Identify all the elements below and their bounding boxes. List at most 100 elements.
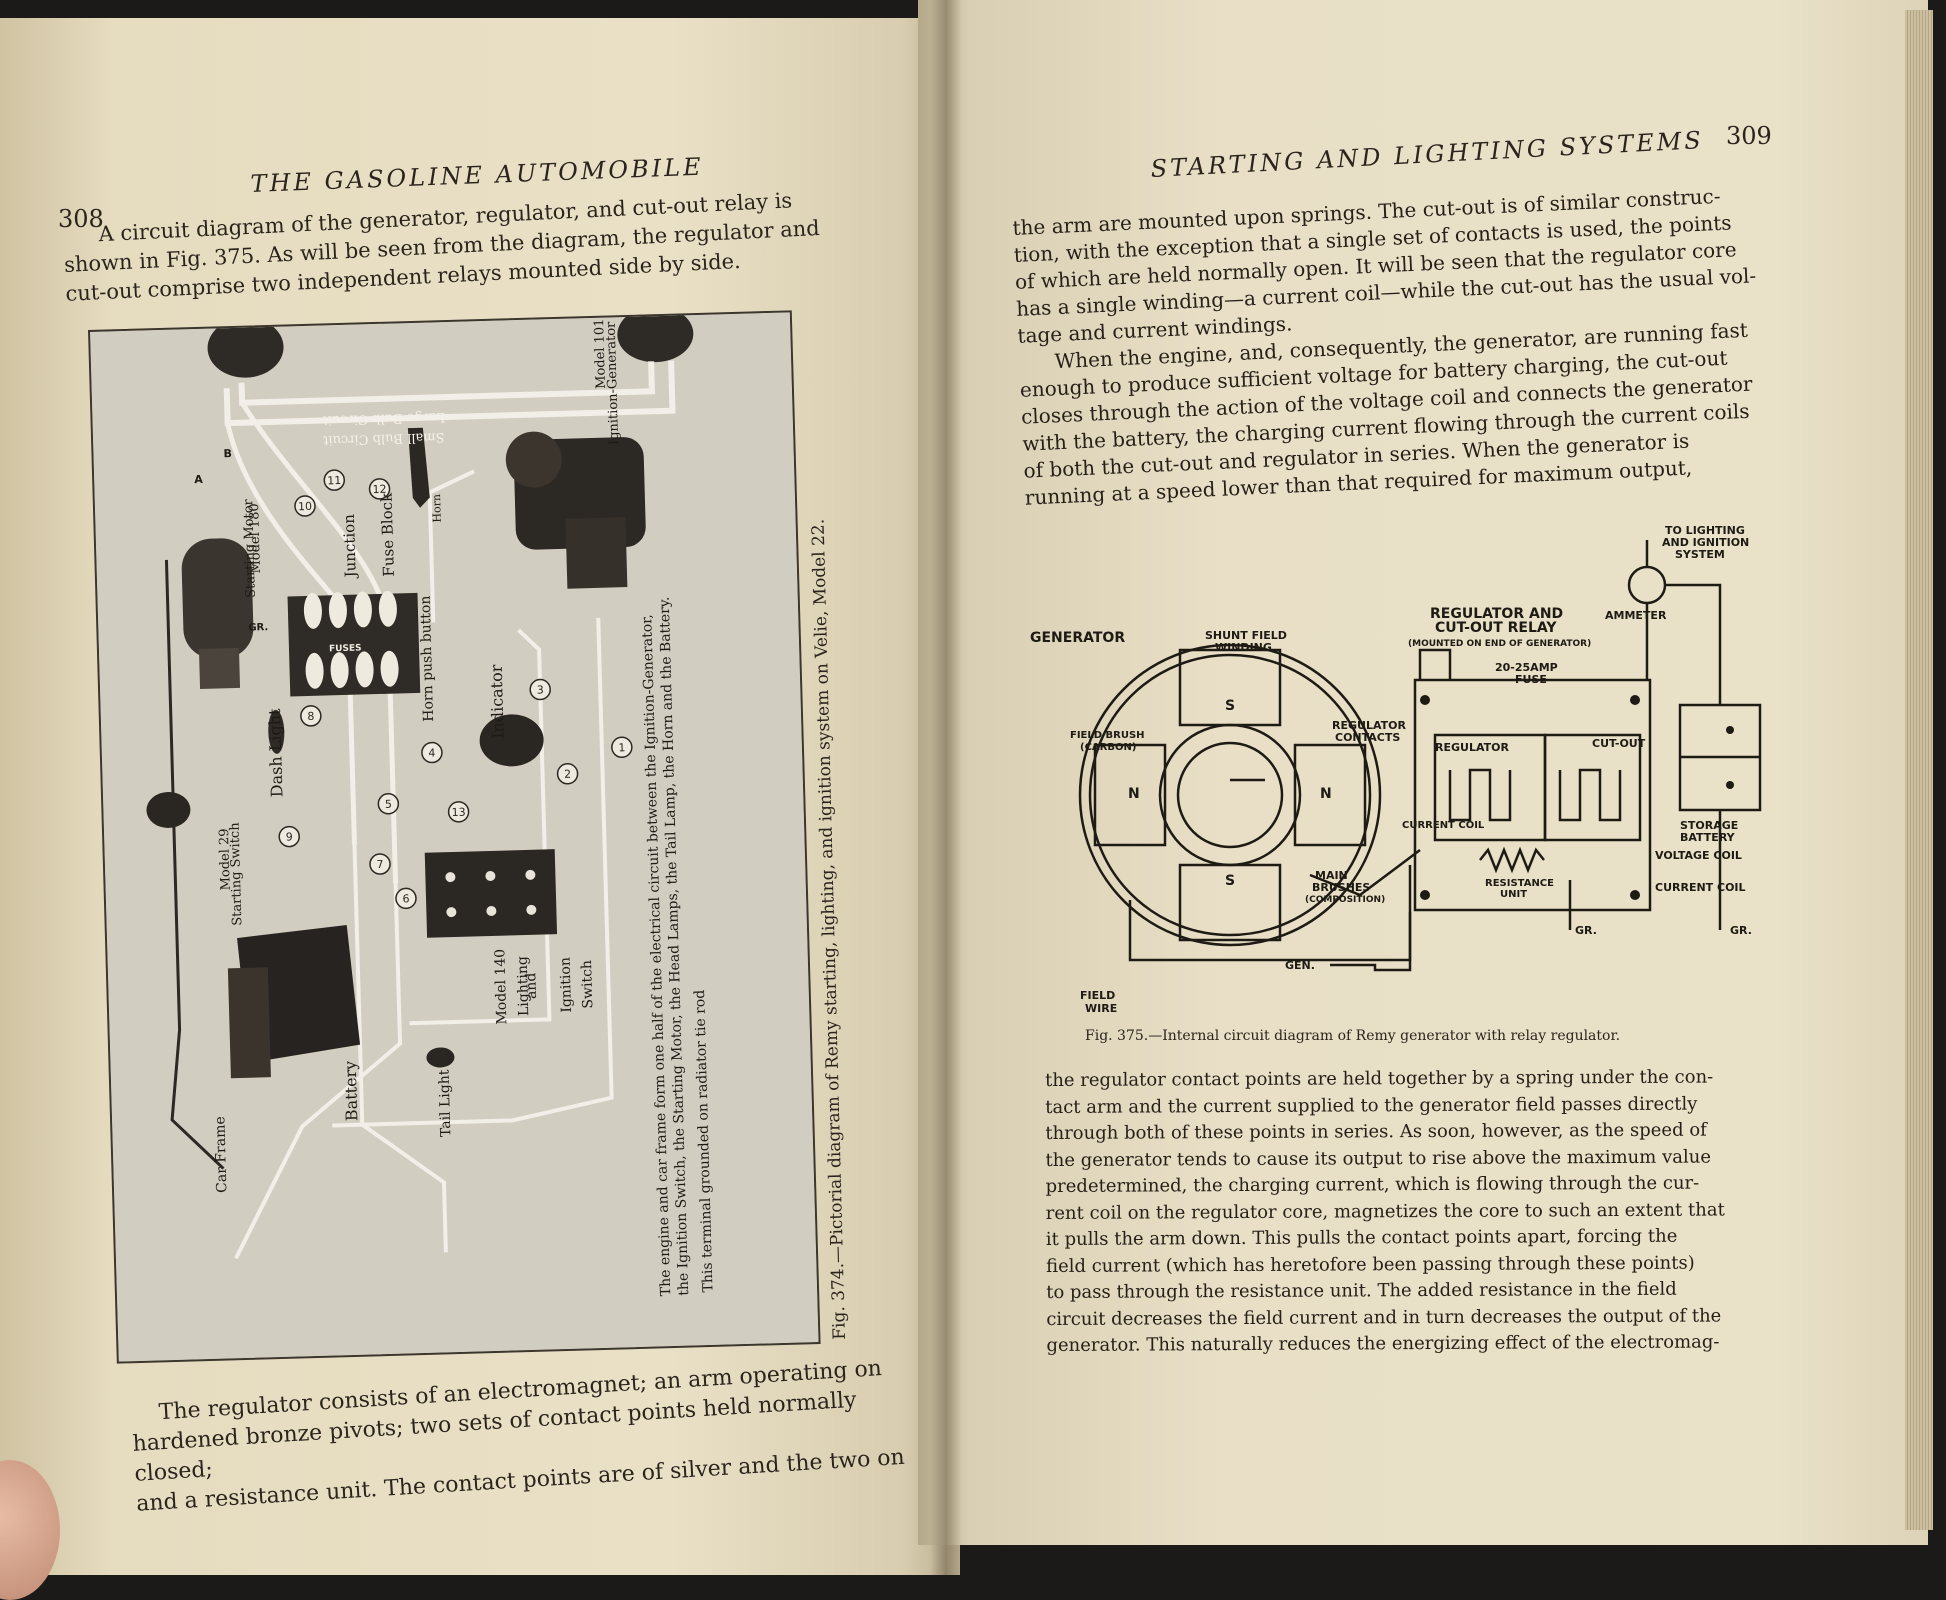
ground-label-1: GR.: [1575, 924, 1597, 937]
brushes-label: BRUSHES: [1312, 881, 1371, 894]
wire-2-3: [409, 628, 552, 1026]
battery-label: Battery: [340, 1060, 362, 1122]
text-line: the regulator contact points are held to…: [1045, 1066, 1714, 1091]
regulator-and-label: REGULATOR AND: [1430, 606, 1564, 622]
circle-3: [529, 678, 551, 701]
circle-number-12: 12: [372, 483, 386, 496]
starting-switch: [146, 791, 191, 828]
ammeter: [1627, 565, 1667, 605]
generator-frame: [1078, 643, 1382, 947]
small-bulb-wire: [223, 360, 676, 427]
regulator-label: REGULATOR: [1435, 741, 1509, 754]
pole-right: [1293, 743, 1367, 847]
wire-1: [332, 617, 614, 1128]
storage-label: STORAGE: [1680, 819, 1739, 832]
generator-label: GENERATOR: [1030, 630, 1126, 646]
circle-number-6: 6: [402, 892, 409, 905]
horn-label: Horn: [430, 493, 444, 523]
text-line: it pulls the arm down. This pulls the co…: [1045, 1225, 1678, 1250]
ground-label: GR.: [248, 622, 269, 634]
text-line: predetermined, the charging current, whi…: [1045, 1172, 1700, 1197]
regulator-contacts-label-1: REGULATOR: [1332, 719, 1406, 732]
large-bulb-label: Large Bulb Circuit: [322, 409, 446, 428]
to-lighting-label: TO LIGHTING: [1665, 524, 1745, 537]
text-line: field current (which has heretofore been…: [1045, 1252, 1695, 1277]
right-top-paragraph: the arm are mounted upon springs. The cu…: [1012, 181, 1785, 512]
model-140-label: Model 140: [492, 948, 511, 1025]
large-bulb-wire: [238, 361, 656, 406]
starting-motor-label: Starting Motor: [241, 499, 259, 599]
junction-label: Junction: [339, 513, 360, 578]
gen-label: GEN.: [1285, 959, 1315, 972]
circle-7: [369, 853, 391, 875]
pole-n-left: N: [1128, 786, 1140, 802]
left-page-number: 308: [58, 205, 104, 233]
dash-light-label: Dash Light: [264, 708, 287, 798]
small-bulb-label: Small Bulb Circuit: [322, 429, 445, 448]
label-a: A: [194, 472, 203, 487]
text-line: to pass through the resistance unit. The…: [1046, 1278, 1677, 1303]
circle-number-7: 7: [376, 858, 383, 871]
fuse-rating-label: 20-25AMP: [1495, 661, 1558, 674]
starting-switch-label: Starting Switch: [227, 822, 246, 926]
circle-number-13: 13: [451, 806, 465, 819]
wire-label: WIRE: [1085, 1002, 1118, 1015]
regulator-contacts-label-2: CONTACTS: [1335, 731, 1401, 744]
circle-number-9: 9: [286, 830, 293, 843]
tail-light: [426, 1047, 455, 1068]
composition-label: (COMPOSITION): [1305, 895, 1386, 905]
circle-13: [447, 801, 470, 823]
circuit-diagram-graphic: [1078, 540, 1762, 972]
ignition-label: Ignition: [557, 956, 576, 1013]
and-label: and: [523, 972, 541, 1000]
winding-label: WINDING: [1215, 641, 1272, 654]
circle-4: [421, 741, 443, 764]
voltage-coil-label: VOLTAGE COIL: [1655, 849, 1742, 862]
head-lamp-right: [617, 312, 694, 363]
indicator-gauge: [479, 714, 544, 767]
main-label: MAIN: [1315, 869, 1348, 882]
right-bottom-paragraph: the regulator contact points are held to…: [1045, 1064, 1775, 1359]
fuse-label: FUSE: [1515, 673, 1547, 686]
fuse-block-label: Fuse Block: [377, 492, 398, 577]
text-line: circuit decreases the field current and …: [1046, 1304, 1722, 1330]
pole-n-right: N: [1320, 786, 1332, 802]
car-frame-label: Car Frame: [212, 1116, 231, 1194]
pole-bottom: [1178, 863, 1282, 942]
current-coil-label: CURRENT COIL: [1402, 820, 1485, 831]
unit-label: UNIT: [1500, 889, 1528, 900]
and-ignition-label: AND IGNITION: [1662, 536, 1750, 549]
current-coil-2-label: CURRENT COIL: [1655, 881, 1746, 894]
cut-out-relay-label: CUT-OUT RELAY: [1435, 620, 1557, 636]
wire-8: [352, 844, 448, 1253]
ground-label-2: GR.: [1730, 924, 1752, 937]
right-page-number: 309: [1726, 122, 1772, 150]
book-gutter: [930, 0, 962, 1575]
pole-s-bottom: S: [1225, 873, 1236, 889]
text-line: the generator tends to cause its output …: [1045, 1146, 1711, 1171]
cut-out-label: CUT-OUT: [1592, 737, 1646, 750]
page-edges: [1905, 10, 1933, 1530]
switch-label: Switch: [579, 959, 597, 1009]
circle-9: [278, 825, 300, 848]
circuit-diagram-375: TO LIGHTING AND IGNITION SYSTEM AMMETER …: [1030, 520, 1810, 1020]
horn: [407, 427, 430, 508]
pole-top: [1178, 648, 1282, 727]
head-lamp-left: [207, 317, 284, 378]
circle-1: [611, 736, 633, 759]
armature: [1158, 723, 1302, 867]
circle-number-5: 5: [385, 798, 392, 811]
tail-light-label: Tail Light: [436, 1069, 455, 1138]
indicator-label: Indicator: [486, 664, 508, 740]
circle-12: [368, 478, 391, 500]
label-b: B: [223, 447, 233, 461]
starting-motor: [181, 538, 254, 659]
circle-number-8: 8: [307, 710, 314, 723]
regulator-box: [1413, 678, 1652, 912]
pole-left: [1093, 743, 1167, 847]
circle-6: [395, 887, 417, 910]
text-line: rent coil on the regulator core, magneti…: [1045, 1198, 1725, 1224]
text-line: generator. This naturally reduces the en…: [1046, 1331, 1720, 1356]
